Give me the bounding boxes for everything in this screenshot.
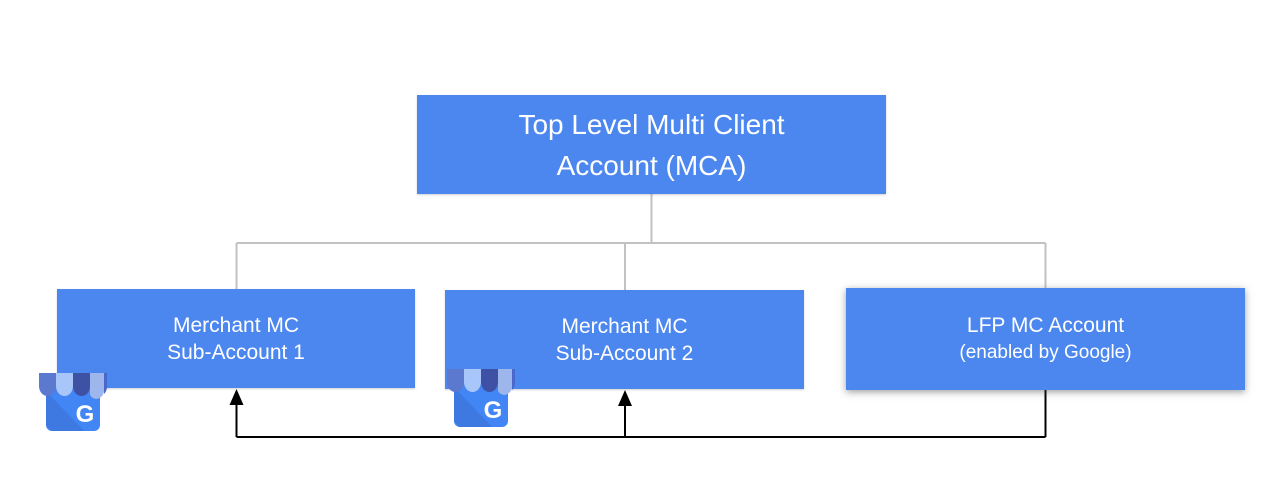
- node-label-line: Top Level Multi Client: [518, 108, 785, 140]
- node-label-line: Merchant MC: [561, 314, 688, 338]
- tree-connectors: [235, 194, 1047, 291]
- arrowhead-sub1: [229, 389, 244, 405]
- arrowheads: [229, 389, 632, 406]
- storefront-awning: [39, 373, 108, 399]
- node-label-line: Merchant MC: [172, 313, 300, 337]
- node-label-line: (enabled by Google): [959, 342, 1132, 363]
- storefront-awning: [447, 369, 516, 395]
- storefront-fold: [454, 387, 492, 427]
- node-merchant-sub-account-1: Merchant MC Sub-Account 1: [57, 289, 415, 388]
- google-my-business-icon: G: [447, 369, 516, 427]
- node-label-line: Sub-Account 2: [555, 341, 694, 365]
- node-label-line: Sub-Account 1: [167, 340, 305, 364]
- google-g-letter: G: [76, 401, 95, 428]
- node-lfp-mc-account: LFP MC Account (enabled by Google): [846, 288, 1245, 390]
- arrow-connectors: [235, 390, 1047, 438]
- node-label-line: Account (MCA): [556, 149, 747, 181]
- storefront-fold: [46, 391, 84, 431]
- google-my-business-icon: G: [39, 373, 108, 431]
- node-label-line: LFP MC Account: [966, 314, 1125, 337]
- node-top-level-mca: Top Level Multi Client Account (MCA): [417, 95, 886, 194]
- google-g-letter: G: [484, 397, 503, 424]
- arrowhead-sub2: [618, 390, 632, 406]
